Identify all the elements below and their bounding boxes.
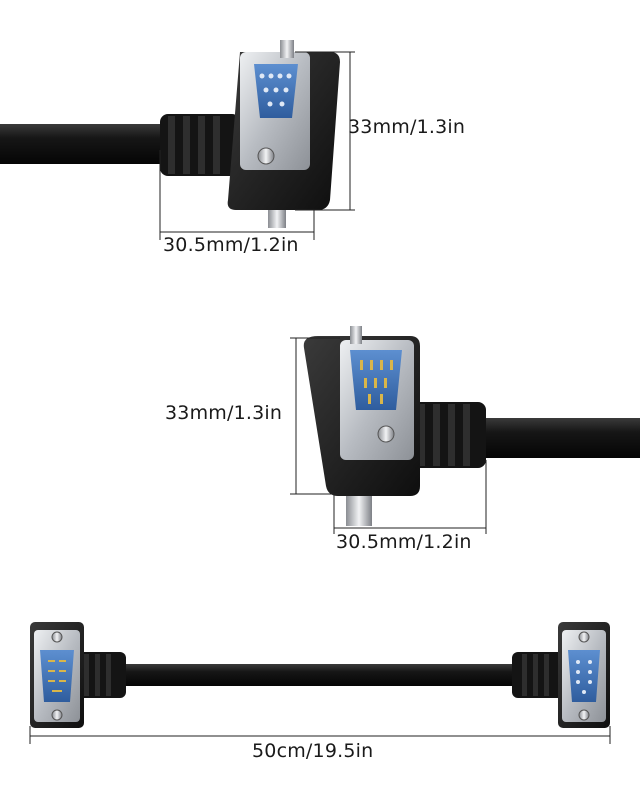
middle-dimension-lines (290, 337, 487, 534)
middle-cable (470, 418, 640, 458)
bottom-left-screw-top (51, 631, 63, 643)
middle-pins (360, 360, 393, 404)
cable-length-label: 50cm/19.5in (252, 740, 374, 762)
top-screw-head (257, 147, 275, 165)
bottom-dimension-lines (29, 726, 611, 744)
middle-screw-head (377, 425, 395, 443)
bottom-left-strain-relief (76, 652, 126, 698)
top-height-label: 33mm/1.3in (348, 116, 466, 138)
bottom-right-strain-relief (512, 652, 564, 698)
middle-width-label: 30.5mm/1.2in (336, 531, 472, 553)
top-connector-assembly (0, 40, 355, 240)
top-cable (0, 124, 175, 164)
bottom-left-screw-bottom (51, 709, 63, 721)
bottom-cable (110, 664, 530, 686)
middle-screw-top (350, 326, 362, 344)
middle-height-label: 33mm/1.3in (165, 402, 283, 424)
bottom-left-pins (48, 660, 66, 692)
middle-connector-assembly (290, 326, 640, 534)
bottom-left-insulator (40, 650, 74, 702)
bottom-right-pin-holes (576, 660, 592, 694)
top-width-label: 30.5mm/1.2in (163, 234, 299, 256)
bottom-cable-assembly (29, 622, 611, 744)
top-dimension-lines (159, 51, 355, 240)
bottom-right-insulator (568, 650, 600, 702)
top-strain-relief (160, 114, 240, 176)
bottom-right-screw-bottom (578, 709, 590, 721)
top-pin-holes (259, 73, 292, 107)
bottom-right-screw-top (578, 631, 590, 643)
middle-strain-relief (410, 402, 486, 468)
top-screw-top (280, 40, 294, 58)
